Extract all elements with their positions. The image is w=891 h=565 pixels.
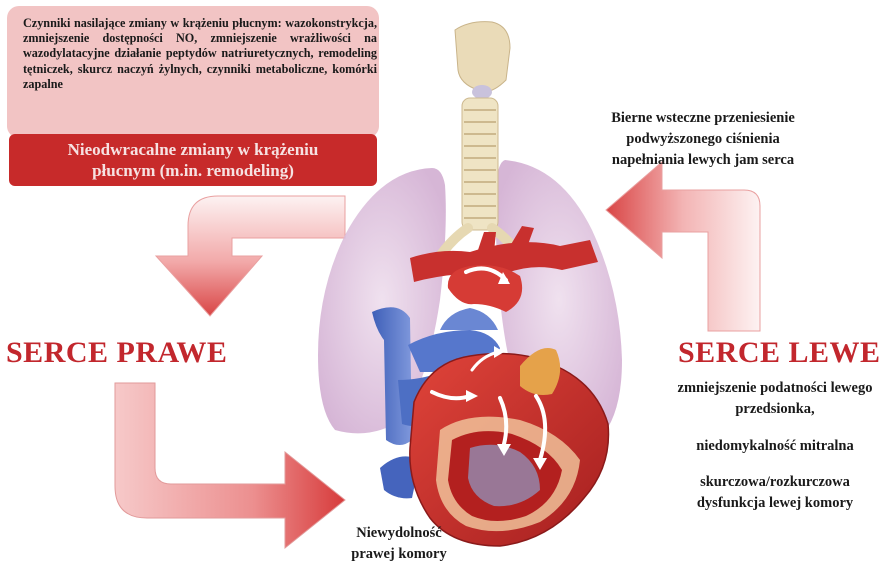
arrow-down-left <box>156 196 345 316</box>
right-ventricle-failure-text: Niewydolność prawej komory <box>340 523 458 565</box>
aggravating-factors-box: Czynniki nasilające zmiany w krążeniu pł… <box>7 6 379 138</box>
arrow-to-heart-right <box>115 383 345 548</box>
aggravating-factors-text: Czynniki nasilające zmiany w krążeniu pł… <box>23 16 377 92</box>
left-heart-item-mitral: niedomykalność mitralna <box>667 436 883 457</box>
left-heart-item-compliance: zmniejszenie podatności lewego przedsion… <box>667 378 883 420</box>
arrow-to-lungs-left <box>606 162 760 331</box>
irreversible-changes-box: Nieodwracalne zmiany w krążeniu płucnym … <box>9 134 377 186</box>
left-heart-item-dysfunction: skurczowa/rozkurczowa dysfunkcja lewej k… <box>667 472 883 514</box>
left-heart-heading: SERCE LEWE <box>678 336 881 370</box>
irreversible-changes-text: Nieodwracalne zmiany w krążeniu płucnym … <box>43 139 343 181</box>
right-heart-heading: SERCE PRAWE <box>6 336 227 370</box>
pressure-transmission-text: Bierne wsteczne przeniesienie podwyższon… <box>590 108 816 171</box>
